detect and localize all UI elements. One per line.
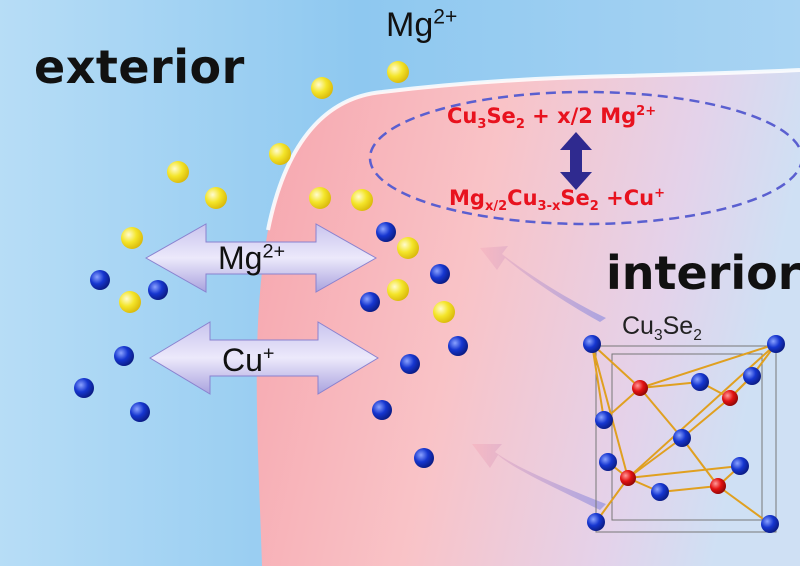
cu-atom <box>587 513 605 531</box>
bond <box>627 343 777 479</box>
bond <box>639 381 701 389</box>
cu-atom <box>761 515 779 533</box>
bond <box>659 485 719 493</box>
mg-ion-top-label: Mg2+ <box>386 5 458 44</box>
reaction-products: Mgx/2Cu3-xSe2 +Cu+ <box>449 186 666 215</box>
mg-ion <box>311 77 333 99</box>
reaction-reactants: Cu3Se2 + x/2 Mg2+ <box>447 104 657 133</box>
mg-ion <box>397 237 419 259</box>
cu-atom <box>743 367 761 385</box>
interior-label: interior <box>606 246 800 300</box>
bond <box>681 397 731 439</box>
bond <box>591 343 629 479</box>
mg-arrow-label: Mg2+ <box>218 240 286 276</box>
cu-ion <box>130 402 150 422</box>
cu-atom <box>673 429 691 447</box>
cu-atom <box>599 453 617 471</box>
cu-ion <box>74 378 94 398</box>
reaction-ellipse <box>368 90 800 226</box>
bond <box>717 485 771 525</box>
cu-ion <box>430 264 450 284</box>
mg-ion <box>167 161 189 183</box>
cu-atom <box>595 411 613 429</box>
mg-ion <box>387 279 409 301</box>
bond <box>681 437 719 487</box>
grain-interior-region <box>256 70 800 566</box>
grain-boundary <box>266 68 800 231</box>
crystal-formula-label: Cu3Se2 <box>622 312 702 344</box>
mg-ion <box>309 187 331 209</box>
cu-atom <box>767 335 785 353</box>
exterior-label: exterior <box>34 40 245 94</box>
mg-ion <box>121 227 143 249</box>
bond <box>591 343 641 389</box>
bond <box>595 477 629 523</box>
mg-ion <box>119 291 141 313</box>
inward-curved-arrow-upper <box>480 246 606 322</box>
cu-atom <box>691 373 709 391</box>
bond <box>627 437 683 479</box>
se-atom <box>722 390 738 406</box>
se-atom <box>620 470 636 486</box>
cu-arrow-label: Cu+ <box>222 342 275 378</box>
mg-ion <box>205 187 227 209</box>
cu-atom <box>731 457 749 475</box>
reaction-double-arrow <box>560 132 592 190</box>
cu-ion <box>448 336 468 356</box>
cu-ion <box>376 222 396 242</box>
cu-exchange-double-arrow <box>149 321 379 395</box>
bond <box>639 343 777 389</box>
mg-ion <box>351 189 373 211</box>
cu-ion <box>400 354 420 374</box>
cu-ion <box>372 400 392 420</box>
bond <box>639 387 683 439</box>
cu3se2-crystal-cell <box>583 335 785 533</box>
bond <box>591 343 605 421</box>
se-atom <box>632 380 648 396</box>
mg-exchange-double-arrow <box>144 223 378 293</box>
inward-curved-arrow-lower <box>472 444 606 510</box>
ions-layer <box>74 61 468 468</box>
mg-ion <box>433 301 455 323</box>
cu-ion <box>90 270 110 290</box>
cell-edge <box>595 345 777 533</box>
mg-ion <box>269 143 291 165</box>
bond <box>627 465 741 479</box>
cu-ion <box>414 448 434 468</box>
se-atom <box>710 478 726 494</box>
cu-atom <box>651 483 669 501</box>
cell-edge <box>611 353 763 521</box>
mg-ion <box>387 61 409 83</box>
cu-ion <box>148 280 168 300</box>
cu-ion <box>360 292 380 312</box>
cu-atom <box>583 335 601 353</box>
cu-ion <box>114 346 134 366</box>
